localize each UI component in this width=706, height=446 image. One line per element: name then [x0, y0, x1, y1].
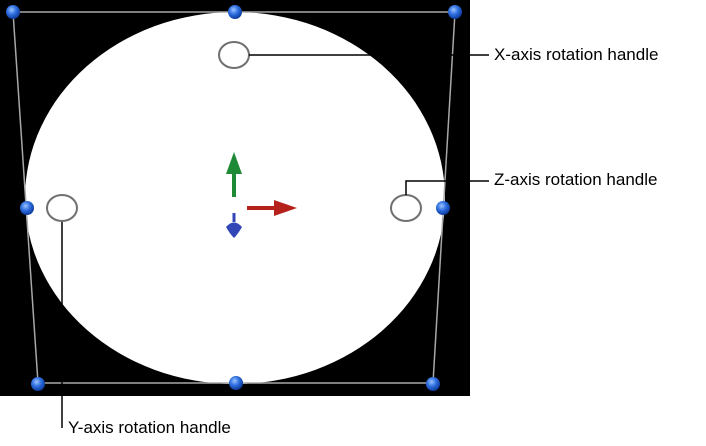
- z-axis-rotation-handle-label: Z-axis rotation handle: [494, 170, 658, 189]
- x-axis-rotation-handle[interactable]: [218, 41, 250, 69]
- z-axis-leader-line: [405, 180, 489, 195]
- x-axis-rotation-handle-label: X-axis rotation handle: [494, 45, 659, 64]
- corner-handle-bottom-left[interactable]: [31, 377, 45, 391]
- y-arrow-icon[interactable]: [226, 152, 242, 197]
- corner-handle-top-right[interactable]: [448, 5, 462, 19]
- x-arrow-icon[interactable]: [247, 200, 297, 216]
- y-axis-rotation-handle[interactable]: [46, 194, 78, 222]
- edge-handle-bottom[interactable]: [229, 376, 243, 390]
- edge-handle-top[interactable]: [228, 5, 242, 19]
- leader-lines: [61, 54, 489, 428]
- edge-handle-left[interactable]: [20, 201, 34, 215]
- white-ellipse-shape: [25, 12, 445, 384]
- z-axis-rotation-handle[interactable]: [390, 194, 422, 222]
- z-arrow-icon[interactable]: [226, 213, 242, 238]
- y-axis-rotation-handle-label: Y-axis rotation handle: [68, 418, 231, 437]
- corner-handle-top-left[interactable]: [6, 5, 20, 19]
- edge-handle-right[interactable]: [436, 201, 450, 215]
- corner-handle-bottom-right[interactable]: [426, 377, 440, 391]
- transform-handles[interactable]: [6, 5, 462, 391]
